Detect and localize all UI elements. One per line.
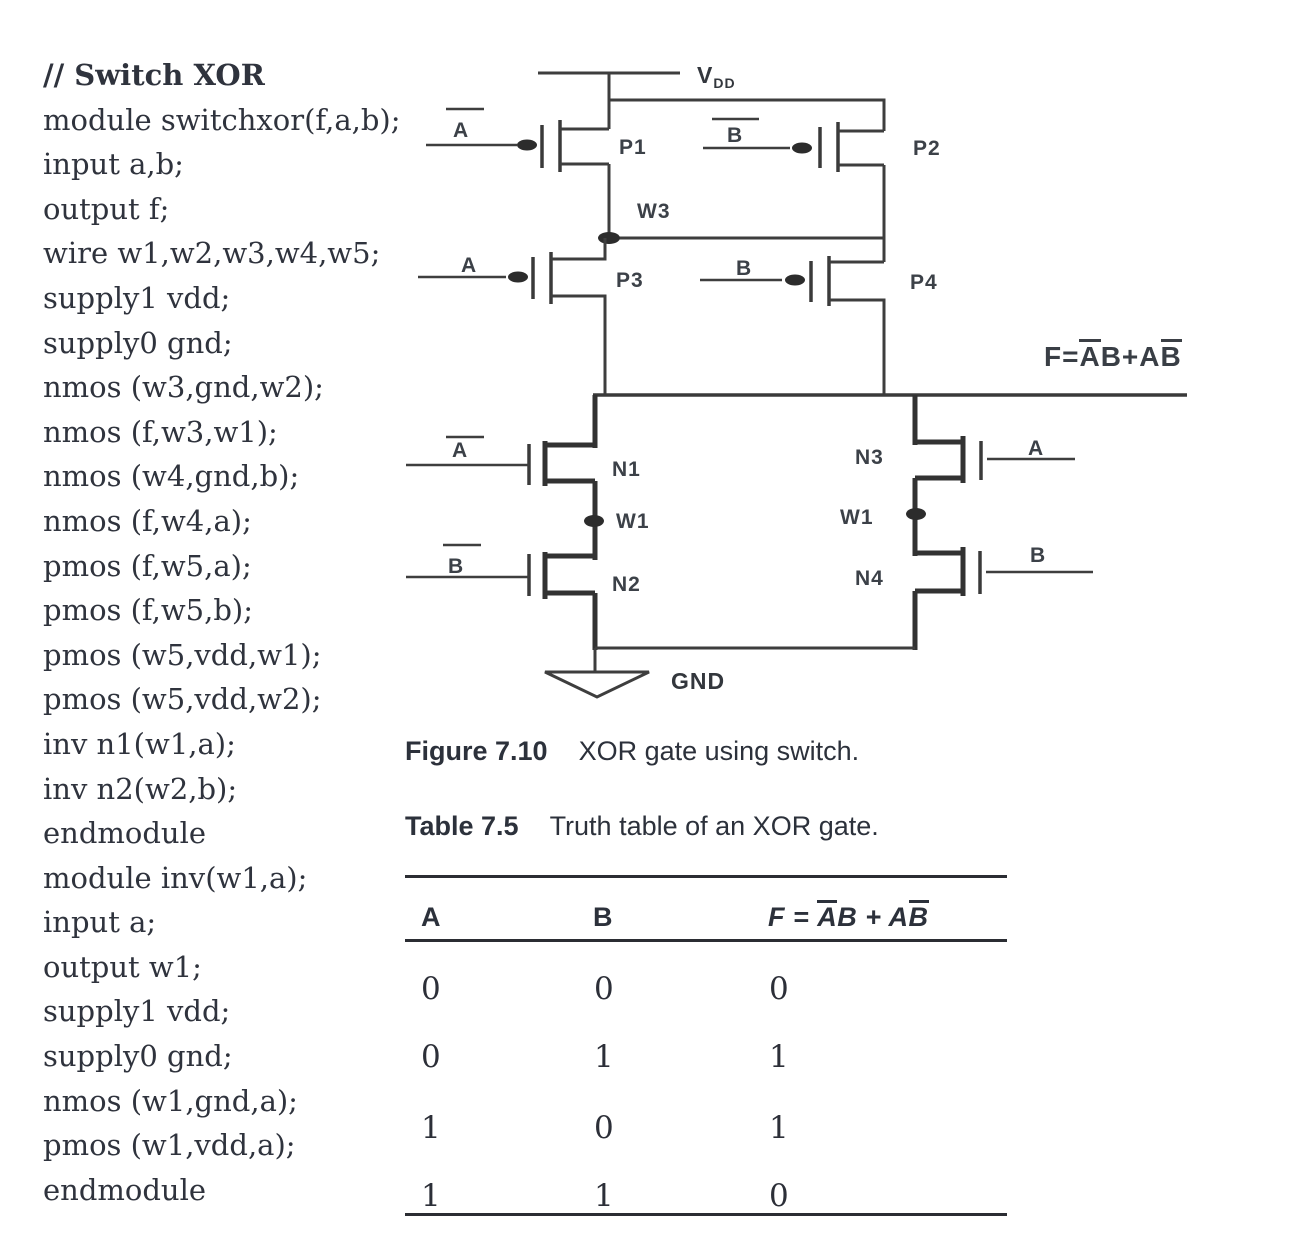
cell-a: 0 [421,971,441,1007]
figure-caption: Figure 7.10 XOR gate using switch. [405,736,859,767]
table-caption: Table 7.5 Truth table of an XOR gate. [405,811,879,842]
n4-label: N4 [855,567,884,590]
gnd-label: GND [671,668,725,694]
col-header-a: A [421,902,441,932]
gate-label-n1: A [452,439,468,462]
transistor-p1 [426,107,611,238]
pmos-bubble [508,271,528,283]
table-caption-text: Truth table of an XOR gate. [549,811,879,841]
w3-label: W3 [637,200,671,223]
pmos-bubble [785,274,805,286]
cell-b: 1 [594,1039,614,1075]
cell-a: 1 [421,1178,441,1214]
verilog-code-block: // Switch XOR module switchxor(f,a,b); i… [43,53,413,1212]
table-rule-top [405,875,1007,878]
code-line: module switchxor(f,a,b); [43,102,401,137]
gate-label-p1: A [453,119,469,142]
code-line: wire w1,w2,w3,w4,w5; [43,236,381,271]
cell-b: 0 [594,1110,614,1146]
cell-a: 1 [421,1110,441,1146]
figure-caption-text: XOR gate using switch. [578,736,860,766]
col-header-f: F = AB + AB [768,900,929,932]
code-line: inv n1(w1,a); [43,726,236,761]
p3-label: P3 [616,269,644,292]
output-equation: F=AB+AB [1044,339,1182,372]
cell-f: 0 [769,1178,789,1214]
n3-label: N3 [855,446,884,469]
w1-right-dot [906,508,926,520]
cell-b: 1 [594,1178,614,1214]
w1-right-label: W1 [840,506,874,529]
table-number: Table 7.5 [405,811,519,841]
code-line: pmos (w5,vdd,w1); [43,637,322,672]
xor-switch-circuit-diagram: VDD A B P1 P2 W3 A B P3 P4 A N1 N3 A W1 … [406,62,1187,699]
code-line: input a; [43,905,157,940]
p4-label: P4 [910,271,938,294]
code-line: supply1 vdd; [43,280,231,315]
gate-label-p3: A [461,254,477,277]
transistor-n3 [912,395,1075,483]
figure-number: Figure 7.10 [405,736,548,766]
transistor-n4 [912,547,1093,650]
code-line: nmos (f,w3,w1); [43,414,278,449]
code-line: pmos (w1,vdd,a); [43,1128,296,1163]
code-comment-title: // Switch XOR [43,58,265,92]
w1-left-label: W1 [616,510,650,533]
code-line: pmos (f,w5,a); [43,548,252,583]
code-line: supply0 gnd; [43,325,233,360]
code-line: output f; [43,191,170,226]
code-line: pmos (f,w5,b); [43,593,253,628]
cell-b: 0 [594,971,614,1007]
code-line: inv n2(w2,b); [43,771,238,806]
w1-left-dot [584,515,604,527]
code-line: supply1 vdd; [43,994,231,1029]
code-line: pmos (w5,vdd,w2); [43,682,322,717]
transistor-n2 [406,543,598,650]
pmos-bubble [792,142,812,154]
n2-label: N2 [612,573,641,596]
cell-a: 0 [421,1039,441,1075]
n1-label: N1 [612,458,641,481]
gate-label-p4: B [736,257,752,280]
vdd-branch-wire [609,98,886,131]
gnd-symbol [544,670,650,699]
cell-f: 1 [769,1039,789,1075]
cell-f: 1 [769,1110,789,1146]
code-line: output w1; [43,949,202,984]
table-rule-bottom [405,1213,1007,1216]
truth-table: A B F = AB + AB 0 0 0 0 1 1 1 0 1 1 1 0 [405,875,1007,1227]
gate-label-n2: B [448,555,464,578]
vdd-label: VDD [697,62,736,91]
code-line: input a,b; [43,147,184,182]
gate-label-p2: B [727,124,743,147]
code-line: nmos (f,w4,a); [43,503,252,538]
code-line: nmos (w4,gnd,b); [43,459,300,494]
code-line: endmodule [43,1172,207,1207]
code-line: module inv(w1,a); [43,860,308,895]
p1-label: P1 [619,136,647,159]
code-line: nmos (w3,gnd,w2); [43,370,324,405]
gate-label-n3: A [1028,437,1044,460]
col-header-b: B [593,902,613,932]
pmos-bubble [517,139,537,151]
w3-junction-dot [598,232,620,244]
transistor-p3 [418,238,607,396]
code-line: supply0 gnd; [43,1039,233,1074]
gate-label-n4: B [1030,544,1046,567]
code-line: endmodule [43,816,207,851]
transistor-p2 [703,117,886,262]
cell-f: 0 [769,971,789,1007]
transistor-p4 [700,256,886,396]
p2-label: P2 [913,137,941,160]
code-line: nmos (w1,gnd,a); [43,1083,298,1118]
table-rule-header [405,939,1007,942]
transistor-n1 [406,395,598,486]
